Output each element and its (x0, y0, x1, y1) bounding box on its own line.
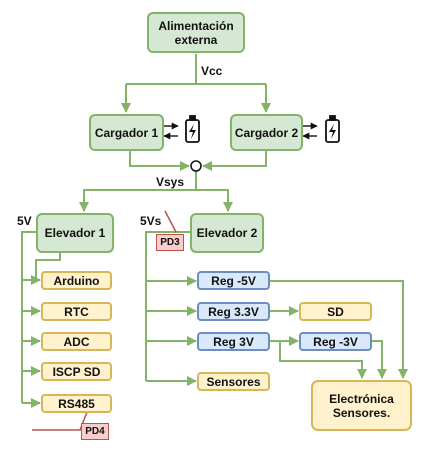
arduino-label: Arduino (53, 273, 100, 288)
edge-regm5-elec (270, 280, 408, 379)
edge-5v-bus (21, 231, 36, 403)
pd4-line (32, 411, 88, 431)
adc-label: ADC (63, 334, 90, 349)
charger2-label: Cargador 2 (234, 125, 299, 140)
arduino-node: Arduino (41, 271, 112, 290)
edge-reg3-elec (279, 341, 367, 379)
sd-node: SD (299, 302, 372, 321)
edge-5vs-bus (145, 231, 190, 381)
reg-minus3-label: Reg -3V (313, 334, 358, 349)
reg-3v-label: Reg 3V (213, 334, 254, 349)
vsys-label: Vsys (156, 175, 185, 189)
booster2-label: Elevador 2 (196, 226, 258, 240)
5v-label: 5V (17, 214, 32, 228)
iscp-sd-node: ISCP SD (41, 362, 112, 381)
iscp-sd-label: ISCP SD (52, 364, 101, 379)
reg-3v3-label: Reg 3.3V (208, 304, 259, 319)
charger2-node: Cargador 2 (230, 114, 303, 151)
booster2-node: Elevador 2 (190, 213, 264, 253)
edge-regm3-elec (372, 340, 387, 379)
pd3-line (164, 210, 177, 233)
electronics-label: Electrónica Sensores. (329, 391, 394, 420)
sd-label: SD (327, 304, 344, 319)
edge-c1-junction (129, 151, 190, 171)
rs485-label: RS485 (58, 396, 95, 411)
reg-minus5-node: Reg -5V (197, 271, 270, 290)
booster1-node: Elevador 1 (36, 213, 114, 253)
reg-minus3-node: Reg -3V (299, 332, 372, 351)
rtc-label: RTC (64, 304, 89, 319)
charger1-label: Cargador 1 (94, 125, 159, 140)
pd3-label: PD3 (160, 236, 180, 248)
adc-node: ADC (41, 332, 112, 351)
edge-c2-junction (202, 151, 267, 171)
sensors-node: Sensores (197, 372, 270, 391)
reg-3v-node: Reg 3V (197, 332, 270, 351)
rtc-node: RTC (41, 302, 112, 321)
electronics-node: Electrónica Sensores. (311, 380, 412, 431)
pd4-tag: PD4 (81, 423, 109, 440)
reg-3v3-node: Reg 3.3V (197, 302, 270, 321)
edge-vsys-b2 (196, 189, 233, 212)
pd4-label: PD4 (85, 425, 105, 437)
charger1-node: Cargador 1 (89, 114, 164, 151)
vsys-junction (190, 160, 202, 172)
power-supply-node: Alimentación externa (147, 12, 245, 53)
battery-charging-icon (185, 115, 200, 143)
reg-minus5-label: Reg -5V (211, 273, 256, 288)
battery-charging-icon (325, 115, 340, 143)
vcc-label: Vcc (201, 64, 223, 78)
booster1-label: Elevador 1 (44, 226, 106, 240)
pd3-tag: PD3 (156, 234, 184, 251)
rs485-node: RS485 (41, 394, 112, 413)
sensors-label: Sensores (206, 374, 261, 389)
power-supply-label: Alimentación externa (158, 18, 234, 47)
edge-vsys (79, 171, 197, 212)
5vs-label: 5Vs (140, 214, 162, 228)
